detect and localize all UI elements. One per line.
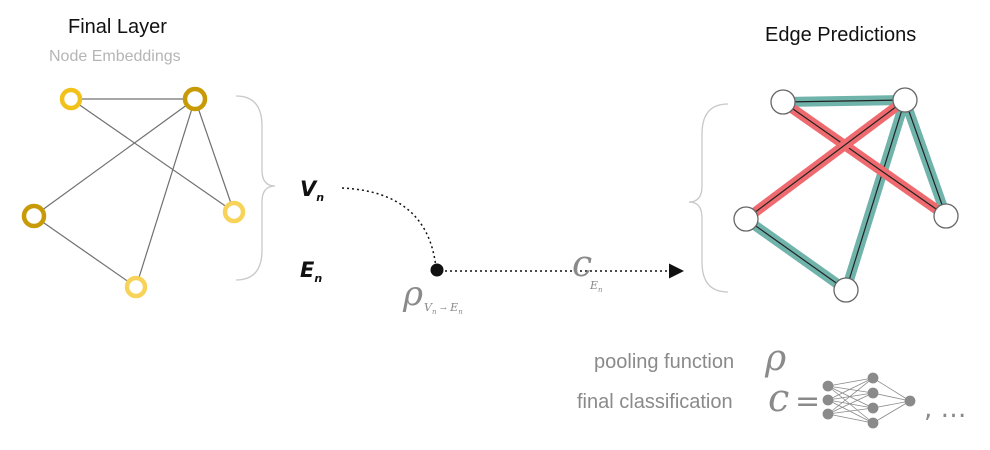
left-node	[21, 203, 47, 229]
left-node	[124, 275, 148, 299]
trailing-ellipsis: , …	[924, 394, 967, 424]
node-set-label: Vn	[300, 177, 325, 205]
neural-network-icon	[822, 372, 916, 429]
classifier-subscript: En	[590, 279, 603, 295]
pooling-legend-label: pooling function	[594, 351, 735, 373]
right-node	[833, 277, 859, 303]
equals-sign: =	[795, 384, 821, 419]
left-edge	[33, 98, 196, 217]
node-embeddings-subtitle: Node Embeddings	[49, 48, 181, 65]
edge-predictions-title: Edge Predictions	[765, 24, 917, 46]
left-edge	[194, 98, 235, 213]
pooling-point	[430, 263, 444, 277]
left-edge	[70, 98, 235, 213]
pooling-legend-symbol: ρ	[765, 338, 787, 379]
right-brace	[688, 103, 729, 293]
left-graph-edges	[33, 98, 235, 288]
pooling-function-label: ρ	[403, 274, 423, 314]
edge-set-label: En	[300, 258, 323, 286]
left-node	[182, 86, 208, 112]
left-edge	[33, 215, 137, 288]
classification-legend-symbol: c	[768, 376, 790, 420]
classifier-label: c	[572, 244, 593, 285]
right-node	[770, 89, 796, 115]
left-node	[222, 200, 246, 224]
right-node	[733, 206, 759, 232]
left-brace	[235, 95, 276, 281]
right-node	[892, 87, 918, 113]
classification-legend-label: final classification	[577, 391, 733, 413]
left-edge	[135, 98, 196, 288]
left-node	[59, 87, 83, 111]
right-node	[933, 203, 959, 229]
right-graph-edges	[743, 95, 951, 295]
pooling-curve	[341, 187, 437, 269]
final-layer-title: Final Layer	[68, 16, 167, 38]
pooling-function-subscript: Vn → En	[424, 301, 463, 317]
